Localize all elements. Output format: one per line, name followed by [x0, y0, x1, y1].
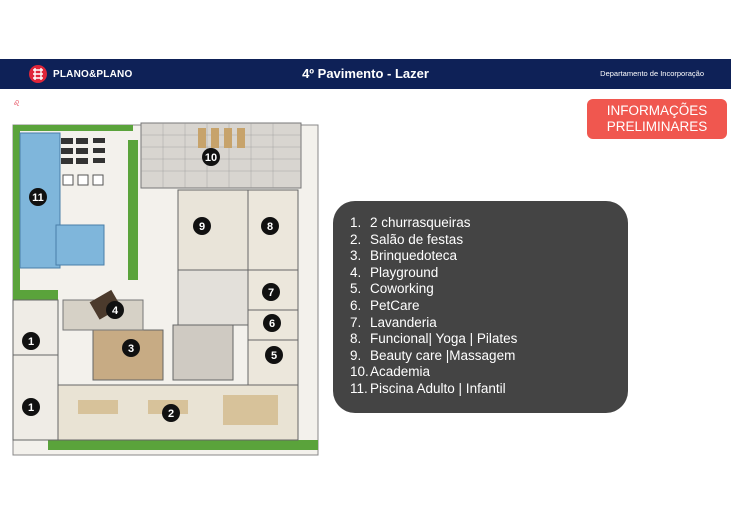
- legend-item-label: Academia: [370, 364, 431, 380]
- plan-marker-1b: 1: [22, 398, 40, 416]
- legend-item-number: 8.: [350, 331, 362, 347]
- preliminary-line-1: INFORMAÇÕES: [606, 103, 708, 118]
- plan-marker-5-label: 5: [271, 350, 277, 362]
- header-bar: PLANO&PLANO 4º Pavimento - Lazer Departa…: [0, 59, 731, 89]
- legend-item-label: Salão de festas: [370, 231, 464, 247]
- legend-item: 7. Lavanderia: [350, 315, 628, 332]
- page-title: 4º Pavimento - Lazer: [302, 66, 429, 81]
- brand-name: PLANO&PLANO: [53, 68, 133, 80]
- plan-marker-4: 4: [106, 301, 124, 319]
- legend-item-label: Beauty care |Massagem: [370, 347, 516, 363]
- legend-item: 2. Salão de festas: [350, 232, 628, 249]
- brand-logo: PLANO&PLANO: [28, 65, 132, 83]
- legend-item: 1. 2 churrasqueiras: [350, 215, 628, 232]
- amenities-legend: 1. 2 churrasqueiras 2. Salão de festas 3. Bri…: [333, 201, 628, 413]
- legend-item-label: 2 churrasqueiras: [370, 215, 471, 230]
- legend-item: 8. Funcional| Yoga | Pilates: [350, 331, 628, 348]
- legend-item-number: 1.: [350, 215, 362, 230]
- plan-marker-11-label: 11: [32, 192, 44, 204]
- legend-item-number: 3.: [350, 248, 362, 264]
- plan-marker-8: 8: [261, 217, 279, 235]
- legend-item-number: 7.: [350, 314, 362, 330]
- plan-marker-11: 11: [29, 188, 47, 206]
- legend-item-label: Lavanderia: [370, 314, 437, 330]
- legend-item-label: Funcional| Yoga | Pilates: [370, 331, 518, 347]
- legend-item: 4. Playground: [350, 265, 628, 282]
- plan-marker-9-label: 9: [199, 221, 205, 233]
- floor-plan: ♌ 10 11: [12, 99, 319, 456]
- legend-item-number: 9.: [350, 347, 362, 363]
- legend-item: 11.Piscina Adulto | Infantil: [350, 381, 628, 398]
- brand-logo-icon: [29, 65, 47, 83]
- plan-marker-3-label: 3: [128, 343, 134, 355]
- plan-marker-2-label: 2: [168, 408, 174, 420]
- legend-item: 9. Beauty care |Massagem: [350, 348, 628, 365]
- plan-marker-3: 3: [122, 339, 140, 357]
- plan-marker-7: 7: [262, 283, 280, 301]
- legend-item-number: 10.: [350, 364, 369, 380]
- legend-item-label: Brinquedoteca: [370, 248, 458, 264]
- plan-marker-8-label: 8: [267, 221, 273, 233]
- legend-item-label: Playground: [370, 264, 439, 280]
- legend-item-number: 2.: [350, 231, 362, 247]
- preliminary-info-badge: INFORMAÇÕES PRELIMINARES: [587, 99, 727, 139]
- plan-marker-6: 6: [263, 314, 281, 332]
- plan-marker-9: 9: [193, 217, 211, 235]
- plan-marker-10-label: 10: [205, 152, 217, 164]
- plan-marker-2: 2: [162, 404, 180, 422]
- plan-marker-10: 10: [202, 148, 220, 166]
- legend-item: 10.Academia: [350, 364, 628, 381]
- plan-marker-1a-label: 1: [28, 336, 34, 348]
- plan-marker-7-label: 7: [268, 287, 274, 299]
- plan-marker-4-label: 4: [112, 305, 119, 317]
- svg-text:♌: ♌: [13, 99, 20, 108]
- preliminary-line-2: PRELIMINARES: [606, 119, 708, 134]
- legend-item-number: 6.: [350, 297, 362, 313]
- legend-item: 3. Brinquedoteca: [350, 248, 628, 265]
- amenities-list: 1. 2 churrasqueiras 2. Salão de festas 3. Bri…: [333, 201, 628, 398]
- legend-item-number: 5.: [350, 281, 362, 297]
- department-label: Departamento de Incorporação: [600, 69, 704, 78]
- legend-item-label: Coworking: [370, 281, 434, 297]
- plan-marker-5: 5: [265, 346, 283, 364]
- plan-marker-6-label: 6: [269, 318, 275, 330]
- plan-marker-1b-label: 1: [28, 402, 34, 414]
- legend-item-number: 4.: [350, 264, 362, 280]
- legend-item: 5. Coworking: [350, 281, 628, 298]
- legend-item-label: Piscina Adulto | Infantil: [370, 380, 506, 396]
- legend-item: 6. PetCare: [350, 298, 628, 315]
- legend-item-number: 11.: [350, 380, 368, 396]
- legend-item-label: PetCare: [370, 297, 420, 313]
- plan-marker-1a: 1: [22, 332, 40, 350]
